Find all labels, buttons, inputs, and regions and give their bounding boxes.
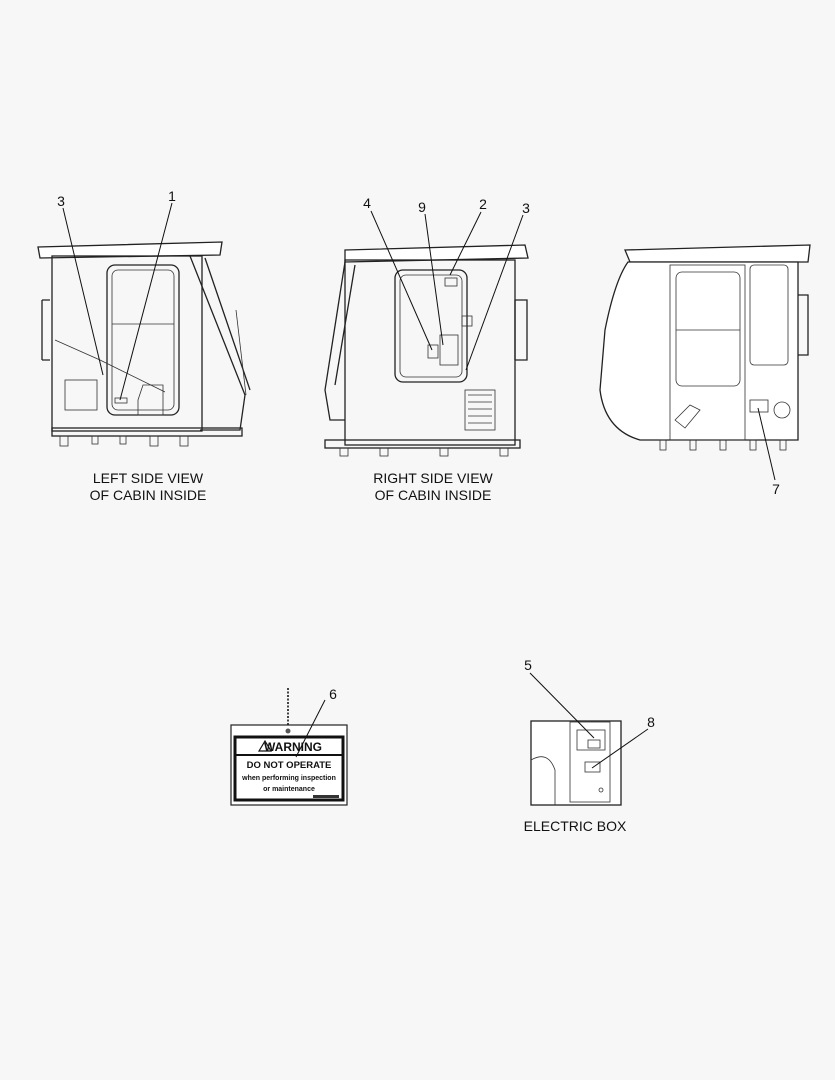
warning-tag: WARNING DO NOT OPERATE when performing i… xyxy=(230,688,348,806)
right-cabin-view: RIGHT SIDE VIEW OF CABIN INSIDE xyxy=(324,244,529,503)
warning-line2: when performing inspection xyxy=(241,775,336,782)
leader-lines xyxy=(62,202,776,769)
callout-9: 9 xyxy=(418,199,426,215)
left-view-caption-line1: LEFT SIDE VIEW xyxy=(93,470,204,486)
right-view-caption-line2: OF CABIN INSIDE xyxy=(375,487,492,503)
callout-5: 5 xyxy=(524,657,532,673)
callout-4: 4 xyxy=(363,195,371,211)
exterior-cabin-view xyxy=(599,244,811,451)
warning-line3: or maintenance xyxy=(263,786,315,793)
callout-6: 6 xyxy=(329,686,337,702)
left-view-caption-line2: OF CABIN INSIDE xyxy=(90,487,207,503)
warning-header: WARNING xyxy=(264,740,322,754)
callout-7: 7 xyxy=(772,481,780,497)
electric-box-view: ELECTRIC BOX xyxy=(524,720,627,834)
callout-8: 8 xyxy=(647,714,655,730)
callout-3-left: 3 xyxy=(57,193,65,209)
electric-box-caption: ELECTRIC BOX xyxy=(524,818,627,834)
callout-3-right: 3 xyxy=(522,200,530,216)
right-view-caption-line1: RIGHT SIDE VIEW xyxy=(373,470,493,486)
callout-2: 2 xyxy=(479,196,487,212)
warning-line1: DO NOT OPERATE xyxy=(247,760,332,771)
callout-1: 1 xyxy=(168,188,176,204)
left-cabin-view: LEFT SIDE VIEW OF CABIN INSIDE xyxy=(37,241,251,503)
